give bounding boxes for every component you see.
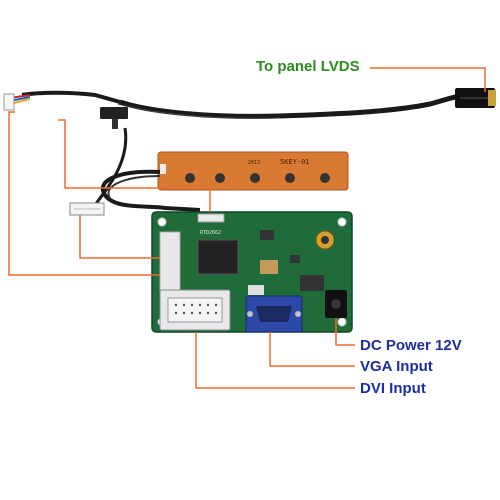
key-board-model: 5KEY-01: [280, 158, 310, 166]
dc-jack-icon: [325, 290, 347, 318]
chip-model-label: RTD2662: [200, 230, 221, 236]
lvds-inline-connector: [100, 107, 128, 129]
label-dvi-input: DVI Input: [360, 380, 426, 397]
lvds-wire-bundle: [3, 93, 31, 111]
leader-lines: [8, 67, 486, 389]
key-board-cable: [101, 169, 201, 212]
leader-vga: [269, 332, 355, 367]
dvi-port-icon: [159, 289, 231, 331]
leader-key-connector: [58, 119, 211, 212]
label-dc-power: DC Power 12V: [360, 337, 462, 354]
key-board-year: 2013: [248, 160, 260, 166]
leader-panel-cable: [79, 215, 160, 259]
label-to-panel-lvds: To panel LVDS: [256, 58, 360, 75]
lvds-connector-icon: [455, 88, 496, 108]
vga-port-icon: [245, 295, 303, 333]
leader-dc-power: [335, 318, 355, 346]
panel-cable: [69, 127, 128, 216]
key-board: 5KEY-01 2013: [157, 151, 349, 191]
leader-dvi: [195, 332, 355, 389]
lvds-cable: [3, 90, 464, 129]
leader-panel-lvds: [370, 67, 486, 92]
main-chip: RTD2662: [197, 230, 239, 275]
label-vga-input: VGA Input: [360, 358, 433, 375]
leader-lvds-left: [8, 111, 160, 276]
